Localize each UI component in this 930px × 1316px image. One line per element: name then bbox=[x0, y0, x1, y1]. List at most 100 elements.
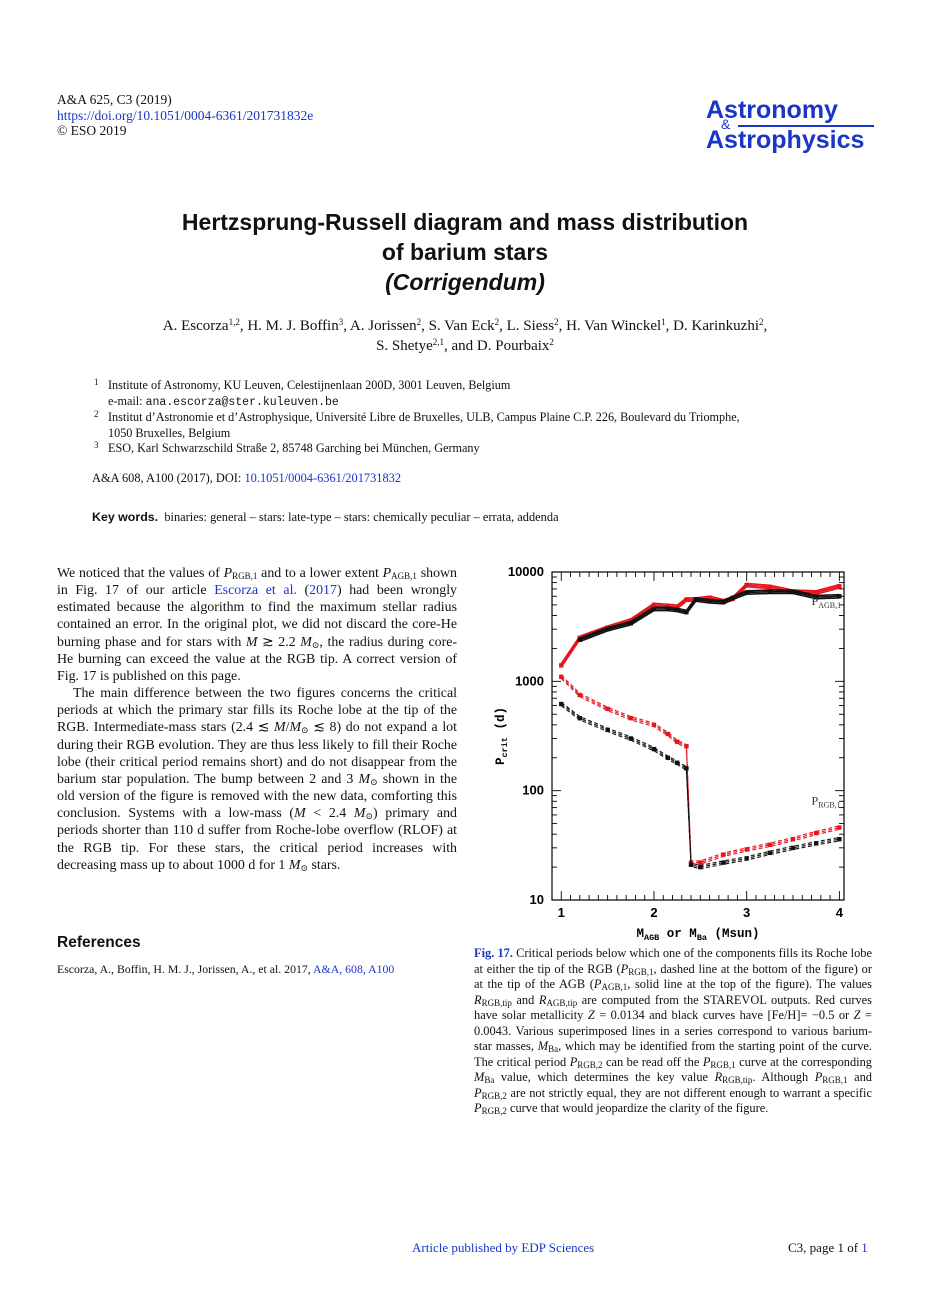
data-point bbox=[767, 589, 773, 594]
x-tick-label: 2 bbox=[650, 905, 657, 920]
logo-ampersand: & bbox=[721, 116, 731, 132]
data-point bbox=[577, 692, 583, 698]
references-heading: References bbox=[57, 934, 141, 951]
affiliation-text: Institut d’Astronomie et d’Astrophysique… bbox=[108, 410, 740, 424]
y-tick-label: 100 bbox=[522, 783, 544, 798]
data-point bbox=[577, 716, 583, 721]
reference-link[interactable]: A&A, 608, A100 bbox=[313, 962, 395, 976]
data-point bbox=[790, 589, 796, 594]
author-affiliation-mark: 2,1 bbox=[432, 337, 444, 347]
reference-item: Escorza, A., Boffin, H. M. J., Jorissen,… bbox=[57, 962, 395, 976]
data-point bbox=[698, 864, 703, 870]
page-number: C3, page 1 of 1 bbox=[788, 1240, 868, 1255]
page-total-link[interactable]: 1 bbox=[861, 1240, 868, 1255]
series-line bbox=[560, 701, 840, 867]
series-line bbox=[560, 705, 840, 870]
logo-rule bbox=[738, 125, 874, 127]
data-point bbox=[707, 599, 712, 604]
data-point bbox=[767, 842, 773, 847]
email-address[interactable]: ana.escorza@ster.kuleuven.be bbox=[145, 395, 339, 409]
data-point bbox=[837, 594, 842, 599]
data-point bbox=[813, 841, 819, 846]
author-affiliation-mark: 1,2 bbox=[228, 317, 240, 327]
affiliation-1: 1 Institute of Astronomy, KU Leuven, Cel… bbox=[92, 377, 852, 410]
data-point bbox=[674, 607, 680, 613]
data-point bbox=[628, 621, 633, 626]
author-name: D. Pourbaix bbox=[476, 338, 550, 354]
data-point bbox=[605, 727, 610, 733]
author-name: A. Jorissen bbox=[349, 318, 417, 334]
citation-text: A&A 608, A100 (2017), DOI: bbox=[92, 471, 245, 485]
figure-label-link[interactable]: Fig. 17. bbox=[474, 946, 513, 960]
curve-label: PAGB,1 bbox=[812, 594, 842, 610]
data-point bbox=[674, 739, 680, 744]
data-point bbox=[693, 597, 698, 602]
x-axis-label: MAGB or MBa (Msun) bbox=[636, 927, 759, 940]
affiliation-text: Institute of Astronomy, KU Leuven, Celes… bbox=[108, 378, 511, 392]
data-point bbox=[721, 599, 726, 605]
data-point bbox=[698, 860, 703, 865]
data-point bbox=[790, 836, 796, 842]
x-tick-label: 3 bbox=[743, 905, 750, 920]
keywords-label: Key words. bbox=[92, 510, 159, 524]
citation-link[interactable]: Escorza et al. bbox=[214, 583, 297, 599]
data-point bbox=[767, 584, 773, 590]
data-point bbox=[605, 706, 610, 712]
keywords: Key words. binaries: general – stars: la… bbox=[92, 510, 559, 525]
series-line bbox=[560, 674, 840, 862]
author-affiliation-mark: 2 bbox=[416, 317, 422, 327]
paper-title: Hertzsprung-Russell diagram and mass dis… bbox=[0, 207, 930, 297]
doi-link[interactable]: https://doi.org/10.1051/0004-6361/201731… bbox=[57, 107, 314, 123]
citation-year-link[interactable]: 2017 bbox=[309, 583, 337, 599]
data-point bbox=[674, 760, 680, 765]
data-point bbox=[744, 582, 749, 588]
title-line-1: Hertzsprung-Russell diagram and mass dis… bbox=[181, 209, 749, 235]
affiliations: 1 Institute of Astronomy, KU Leuven, Cel… bbox=[92, 377, 852, 457]
title-line-2: of barium stars bbox=[381, 239, 549, 265]
data-point bbox=[684, 597, 689, 602]
journal-ref-line: A&A 625, C3 (2019) bbox=[57, 92, 172, 107]
data-point bbox=[721, 860, 726, 865]
author-list: A. Escorza1,2, H. M. J. Boffin3, A. Jori… bbox=[162, 317, 768, 355]
publisher-link[interactable]: Article published by EDP Sciences bbox=[412, 1240, 595, 1255]
data-point bbox=[651, 606, 657, 612]
y-tick-label: 10000 bbox=[508, 564, 544, 579]
y-tick-label: 1000 bbox=[515, 673, 544, 688]
data-point bbox=[559, 663, 564, 668]
copyright: © ESO 2019 bbox=[57, 123, 127, 138]
data-point bbox=[577, 637, 583, 642]
data-point bbox=[837, 825, 842, 830]
data-point bbox=[628, 716, 633, 721]
data-point bbox=[605, 626, 610, 632]
data-point bbox=[813, 590, 819, 595]
data-point bbox=[837, 584, 842, 589]
data-point bbox=[651, 722, 657, 728]
y-axis-label: Pcrit (d) bbox=[494, 707, 510, 765]
curve-label: PRGB,1 bbox=[812, 793, 841, 809]
keywords-text: binaries: general – stars: late-type – s… bbox=[164, 510, 559, 524]
data-point bbox=[651, 602, 657, 608]
journal-logo[interactable]: Astronomy & Astrophysics bbox=[704, 96, 876, 158]
data-point bbox=[790, 845, 796, 851]
author-name: S. Shetye bbox=[376, 338, 433, 354]
paragraph-2: The main difference between the two figu… bbox=[57, 686, 457, 873]
series-line bbox=[560, 703, 840, 868]
email-label: e-mail: bbox=[108, 393, 146, 408]
author-affiliation-mark: 2 bbox=[554, 317, 559, 327]
logo-astrophysics: Astrophysics bbox=[706, 126, 865, 154]
author-name: H. Van Winckel bbox=[566, 318, 662, 334]
data-point bbox=[684, 744, 689, 749]
y-tick-label: 10 bbox=[530, 892, 544, 907]
author-affiliation-mark: 3 bbox=[338, 317, 344, 327]
data-point bbox=[684, 766, 689, 771]
body-text: We noticed that the values of PRGB,1 and… bbox=[57, 565, 457, 874]
data-point bbox=[707, 595, 712, 601]
data-point bbox=[744, 847, 749, 852]
affiliation-number: 1 bbox=[94, 377, 99, 387]
data-point bbox=[684, 609, 689, 615]
data-point bbox=[813, 594, 819, 600]
citation-doi-link[interactable]: 10.1051/0004-6361/201731832 bbox=[244, 471, 402, 485]
author-name: A. Escorza bbox=[162, 318, 229, 334]
